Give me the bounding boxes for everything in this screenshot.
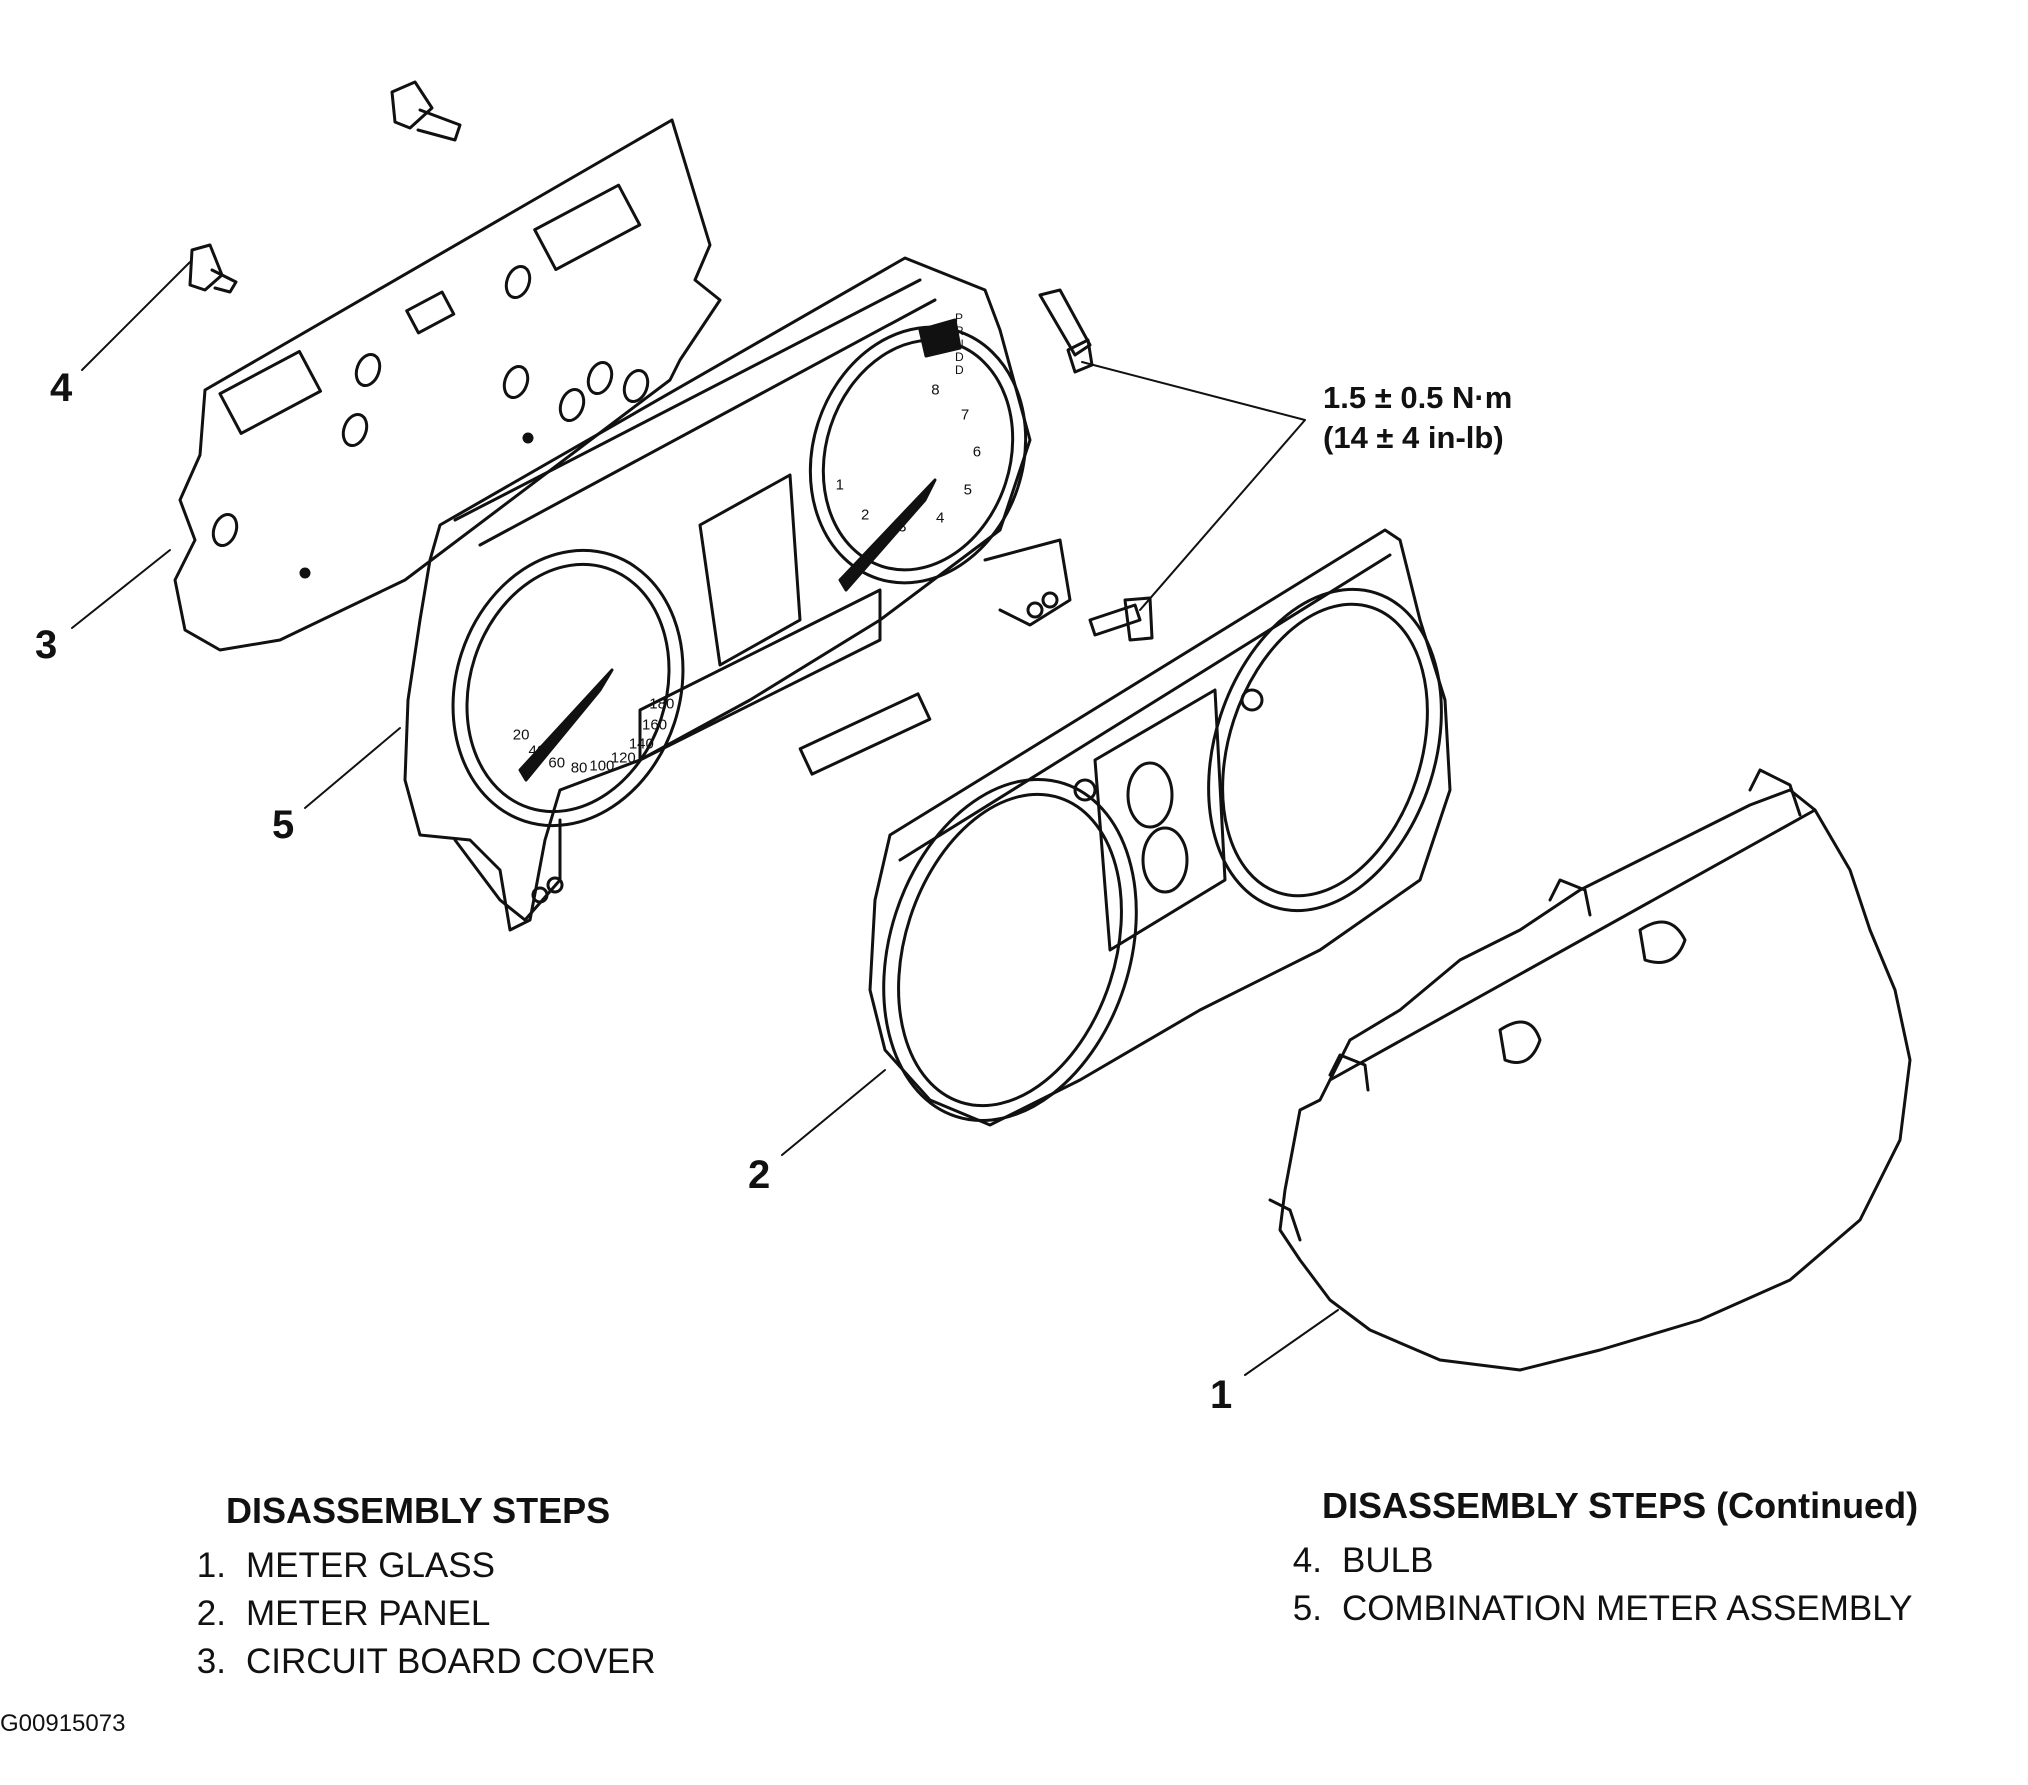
leader-line-4 [81, 261, 191, 371]
dial-tick-label: 80 [570, 759, 588, 777]
bulb-part [188, 80, 462, 294]
dial-tick-label: 20 [512, 726, 530, 744]
step-item: 4. BULB [1252, 1537, 1918, 1585]
callout-2: 2 [748, 1153, 771, 1197]
step-item: 2. METER PANEL [156, 1590, 656, 1638]
step-number: 4. [1292, 1541, 1322, 1580]
dial-tick-label: 1 [835, 476, 844, 494]
step-label: METER PANEL [246, 1594, 491, 1633]
meter-panel-part [868, 528, 1452, 1127]
figure-id: G00915073 [0, 1710, 126, 1737]
leader-line-1 [1244, 1309, 1339, 1376]
dial-tick-label: 2 [861, 506, 870, 524]
step-label: COMBINATION METER ASSEMBLY [1342, 1589, 1913, 1628]
dial-tick-label: 4 [936, 509, 945, 527]
step-label: METER GLASS [246, 1546, 495, 1585]
disassembly-steps-left: DISASSEMBLY STEPS 1. METER GLASS 2. METE… [156, 1490, 656, 1686]
step-label: CIRCUIT BOARD COVER [246, 1642, 656, 1681]
leader-line-3 [71, 549, 171, 629]
dial-tick-label: 140 [628, 735, 654, 753]
step-number: 5. [1292, 1589, 1322, 1628]
leader-lines [71, 261, 1339, 1376]
screw-part [1038, 288, 1154, 642]
callout-5: 5 [272, 803, 295, 847]
step-number: 3. [196, 1642, 226, 1681]
steps-heading: DISASSEMBLY STEPS [226, 1490, 611, 1531]
dial-tick-label: 5 [963, 481, 972, 499]
step-item: 3. CIRCUIT BOARD COVER [156, 1638, 656, 1686]
step-number: 1. [196, 1546, 226, 1585]
combination-meter-assembly-part [403, 256, 1072, 932]
torque-specification: 1.5 ± 0.5 N·m (14 ± 4 in-lb) [1323, 378, 1512, 458]
step-number: 2. [196, 1594, 226, 1633]
dial-tick-label: 6 [972, 443, 982, 461]
dial-tick-label: 100 [589, 757, 615, 775]
disassembly-steps-right: DISASSEMBLY STEPS (Continued) 4. BULB 5.… [1252, 1485, 1918, 1633]
callout-4: 4 [50, 366, 73, 410]
step-item: 5. COMBINATION METER ASSEMBLY [1252, 1585, 1918, 1633]
dial-tick-label: 3 [898, 518, 907, 536]
leader-line-5 [304, 727, 401, 809]
dial-tick-label: 8 [931, 381, 940, 399]
gear-indicator-letters: PRNDD [955, 311, 964, 377]
dial-tick-label: 40 [528, 742, 546, 760]
dial-tick-label: 160 [642, 716, 668, 734]
dial-tick-label: 60 [548, 754, 566, 772]
steps-heading: DISASSEMBLY STEPS (Continued) [1322, 1485, 1919, 1526]
dial-tick-label: 120 [610, 749, 636, 767]
meter-glass-part [1268, 768, 1912, 1372]
torque-metric: 1.5 ± 0.5 N·m [1323, 380, 1513, 415]
callout-3: 3 [35, 623, 58, 667]
step-item: 1. METER GLASS [156, 1542, 656, 1590]
leader-line-2 [781, 1069, 886, 1156]
callout-1: 1 [1210, 1373, 1233, 1417]
dial-tick-label: 180 [649, 695, 675, 713]
circuit-board-cover-part [173, 118, 722, 652]
torque-imperial: (14 ± 4 in-lb) [1323, 420, 1504, 455]
leader-line-torque [1081, 361, 1306, 611]
step-label: BULB [1342, 1541, 1434, 1580]
dial-tick-label: 7 [960, 406, 970, 424]
